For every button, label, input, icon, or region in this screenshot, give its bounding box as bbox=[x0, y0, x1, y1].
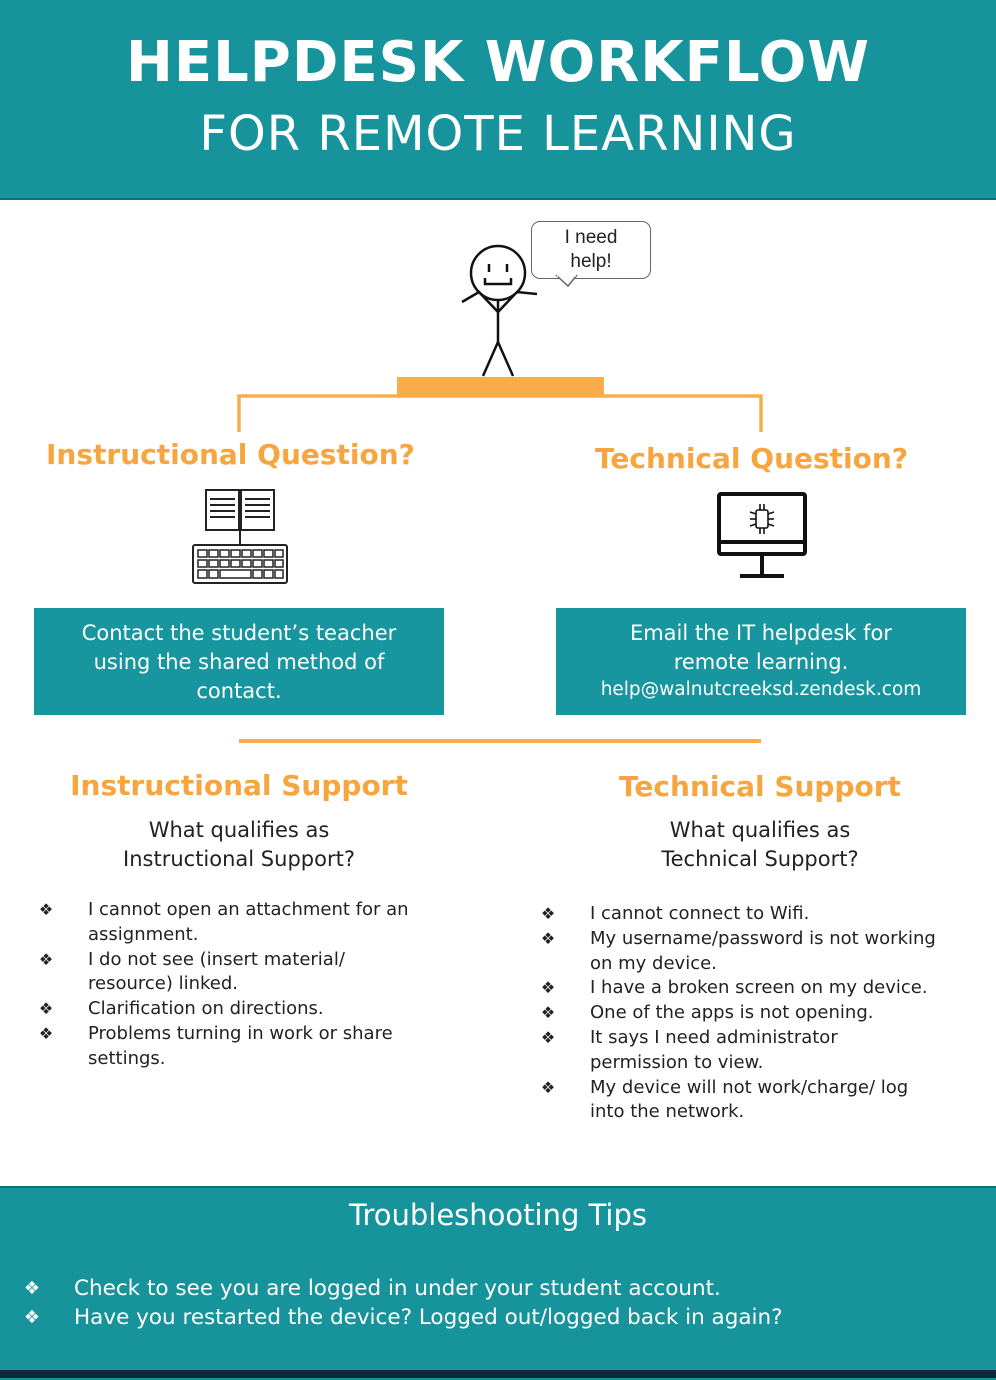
bullet-icon: ❖ bbox=[540, 1003, 556, 1023]
page-subtitle: FOR REMOTE LEARNING bbox=[199, 106, 797, 162]
bullet-icon: ❖ bbox=[540, 928, 556, 948]
bullet-icon: ❖ bbox=[540, 904, 556, 923]
technical-qualifies-line-2: Technical Support? bbox=[661, 847, 859, 871]
technical-action-box: Email the IT helpdesk for remote learnin… bbox=[556, 608, 966, 715]
instructional-qualifies-line-2: Instructional Support? bbox=[123, 847, 355, 871]
platform-bar bbox=[397, 377, 604, 395]
technical-qualifies-line-1: What qualifies as bbox=[669, 818, 851, 842]
instructional-action-line-3: contact. bbox=[196, 679, 282, 703]
bullet-icon: ❖ bbox=[540, 1027, 556, 1047]
list-item: ❖Check to see you are logged in under yo… bbox=[23, 1276, 721, 1301]
section-divider bbox=[239, 739, 761, 743]
branch-connector bbox=[237, 394, 763, 432]
instructional-question-heading: Instructional Question? bbox=[46, 438, 415, 471]
troubleshooting-title: Troubleshooting Tips bbox=[349, 1198, 647, 1232]
stick-figure-icon bbox=[461, 244, 538, 377]
technical-action-line-2: remote learning. bbox=[673, 650, 849, 674]
list-item: ❖I have a broken screen on my device. bbox=[538, 976, 994, 1001]
list-item: ❖I cannot connect to Wifi. bbox=[538, 902, 994, 927]
helpdesk-email-link[interactable]: help@walnutcreeksd.zendesk.com bbox=[600, 679, 922, 700]
instructional-action-line-1: Contact the student’s teacher bbox=[81, 621, 397, 645]
page-title: HELPDESK WORKFLOW bbox=[125, 30, 870, 95]
technical-question-heading: Technical Question? bbox=[595, 442, 909, 475]
bullet-icon: ❖ bbox=[23, 1278, 41, 1299]
bullet-icon: ❖ bbox=[38, 949, 54, 969]
speech-bubble-tail bbox=[555, 274, 578, 288]
technical-action-line-1: Email the IT helpdesk for bbox=[629, 621, 893, 645]
bullet-icon: ❖ bbox=[38, 999, 54, 1019]
technical-support-list: ❖I cannot connect to Wifi. ❖My username/… bbox=[538, 902, 994, 1125]
list-item: ❖I do not see (insert material/resource)… bbox=[36, 948, 476, 998]
bullet-icon: ❖ bbox=[540, 1077, 556, 1097]
list-item: ❖Clarification on directions. bbox=[36, 997, 476, 1022]
instructional-action-line-2: using the shared method of bbox=[93, 650, 385, 674]
speech-bubble: I need help! bbox=[531, 221, 651, 279]
instructional-qualifies-line-1: What qualifies as bbox=[148, 818, 330, 842]
bullet-icon: ❖ bbox=[23, 1307, 41, 1328]
instructional-action-box: Contact the student’s teacher using the … bbox=[34, 608, 444, 715]
bottom-strip bbox=[0, 1370, 996, 1378]
computer-monitor-icon bbox=[717, 492, 807, 578]
troubleshooting-panel bbox=[0, 1186, 996, 1380]
list-item: ❖One of the apps is not opening. bbox=[538, 1001, 994, 1026]
list-item: ❖Have you restarted the device? Logged o… bbox=[23, 1305, 783, 1330]
technical-qualifies-text: What qualifies as Technical Support? bbox=[550, 816, 970, 874]
troubleshooting-list: ❖Check to see you are logged in under yo… bbox=[22, 1274, 982, 1332]
speech-line-1: I need bbox=[564, 227, 618, 248]
technical-support-heading: Technical Support bbox=[619, 770, 901, 803]
bullet-icon: ❖ bbox=[540, 978, 556, 998]
bullet-icon: ❖ bbox=[38, 1023, 54, 1043]
instructional-qualifies-text: What qualifies as Instructional Support? bbox=[28, 816, 450, 874]
bullet-icon: ❖ bbox=[38, 900, 54, 919]
header-banner bbox=[0, 0, 996, 200]
instructional-support-heading: Instructional Support bbox=[70, 769, 408, 802]
speech-line-2: help! bbox=[570, 251, 612, 272]
book-keyboard-icon bbox=[192, 489, 288, 584]
